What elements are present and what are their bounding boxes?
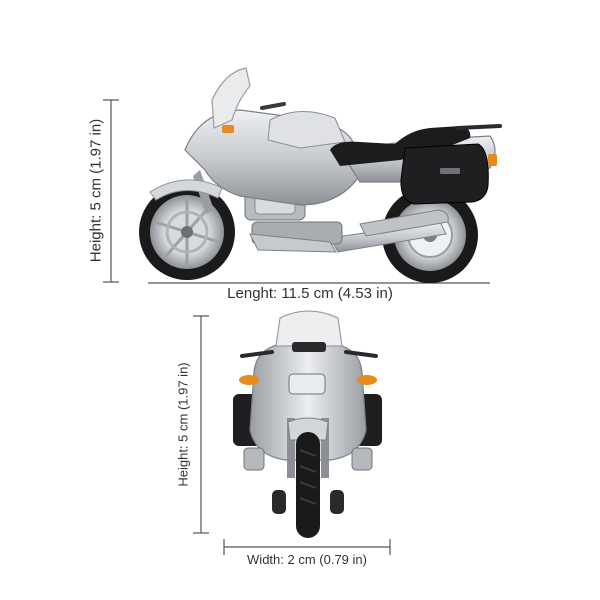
front-width-dimension-line: [223, 539, 391, 555]
front-height-dimension-line: [193, 315, 209, 534]
front-width-label: Width: 2 cm (0.79 in): [247, 552, 367, 567]
front-wheel: [139, 184, 235, 280]
side-height-label: Height: 5 cm (1.97 in): [87, 118, 105, 263]
front-view-motorcycle: [233, 310, 382, 538]
seat: [330, 126, 471, 166]
side-length-label: Lenght: 11.5 cm (4.53 in): [227, 285, 393, 302]
side-height-dimension-line: [103, 99, 119, 283]
side-pannier: [400, 143, 489, 205]
front-height-label: Height: 5 cm (1.97 in): [175, 362, 191, 487]
side-view-motorcycle: [139, 67, 502, 283]
